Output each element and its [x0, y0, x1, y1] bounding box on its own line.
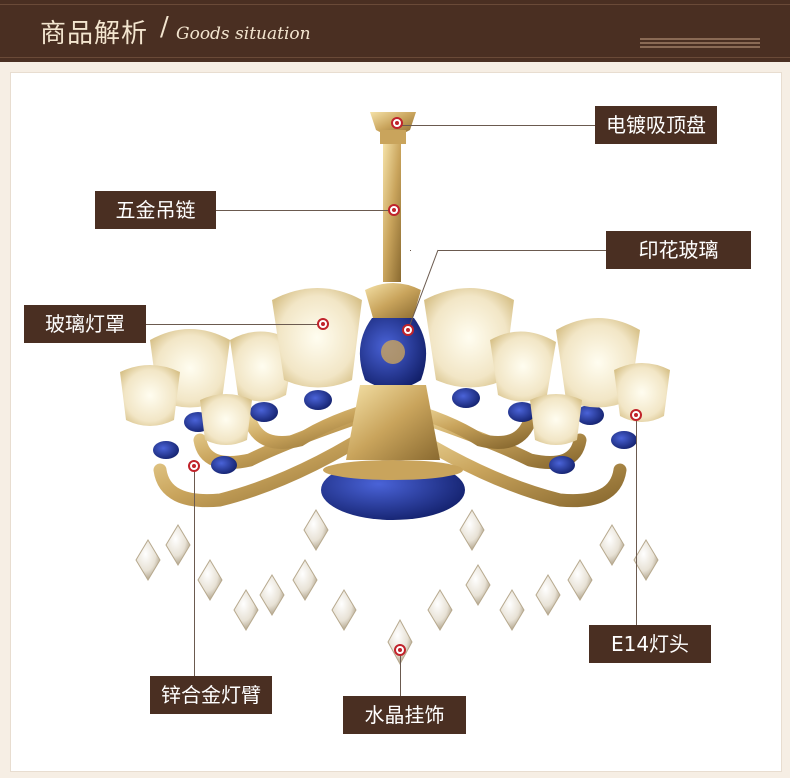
- label-crystal-pendant: 水晶挂饰: [343, 696, 466, 734]
- blue-cups: [153, 388, 637, 474]
- leader-printed-glass-h: [438, 250, 606, 251]
- marker-alloy-arm: [188, 460, 200, 472]
- marker-crystal-pendant: [394, 644, 406, 656]
- marker-ceiling-plate: [391, 117, 403, 129]
- decorative-lines: [640, 38, 760, 48]
- label-printed-glass: 印花玻璃: [606, 231, 751, 269]
- marker-printed-glass: [402, 324, 414, 336]
- section-subtitle: Goods situation: [176, 24, 311, 44]
- label-chain: 五金吊链: [95, 191, 216, 229]
- marker-chain: [388, 204, 400, 216]
- leader-glass-shade: [146, 324, 323, 325]
- glass-shades: [120, 288, 670, 445]
- marker-glass-shade: [317, 318, 329, 330]
- label-glass-shade: 玻璃灯罩: [24, 305, 146, 343]
- leader-chain: [216, 210, 394, 211]
- section-header: 商品解析 / Goods situation: [0, 0, 790, 62]
- leader-crystal-pendant: [400, 650, 401, 696]
- leader-bulb-holder: [636, 415, 637, 627]
- label-alloy-arm: 锌合金灯臂: [150, 676, 272, 714]
- leader-printed-glass-v: [410, 250, 411, 251]
- label-bulb-holder: E14灯头: [589, 625, 711, 663]
- leader-ceiling-plate: [397, 125, 595, 126]
- central-body: [321, 283, 465, 520]
- label-ceiling-plate: 电镀吸顶盘: [595, 106, 717, 144]
- crystal-pendants: [135, 509, 659, 666]
- title-separator: /: [160, 12, 169, 42]
- marker-bulb-holder: [630, 409, 642, 421]
- leader-alloy-arm: [194, 466, 195, 676]
- section-title: 商品解析: [40, 19, 149, 49]
